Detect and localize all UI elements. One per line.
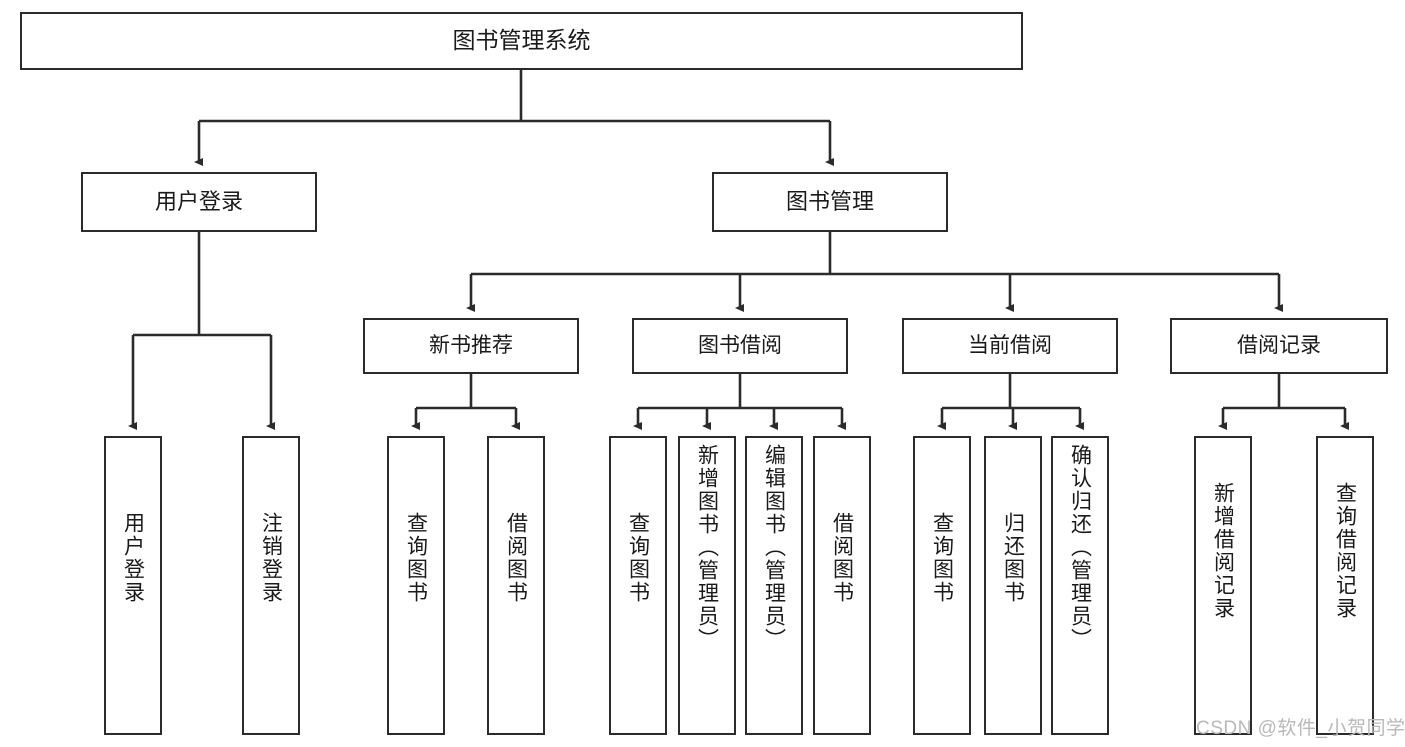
leaf-query-book-current[interactable]: 查询图书 [913,436,971,735]
leaf-add-borrow-record-label: 新增借阅记录 [1211,482,1235,620]
leaf-confirm-return-admin[interactable]: 确认归还（管理员） [1051,436,1109,735]
leaf-borrow-book-recommend[interactable]: 借阅图书 [487,436,545,735]
watermark: CSDN @软件_小贺同学 [1196,718,1405,739]
leaf-logout[interactable]: 注销登录 [242,436,300,735]
node-borrow-record-label: 借阅记录 [1237,333,1321,357]
leaf-query-borrow-record[interactable]: 查询借阅记录 [1316,436,1374,735]
node-book-borrow-label: 图书借阅 [698,333,782,357]
node-current-borrow-label: 当前借阅 [968,333,1052,357]
node-borrow-record[interactable]: 借阅记录 [1170,318,1388,374]
leaf-query-book-current-label: 查询图书 [930,512,954,604]
leaf-query-book-borrow-label: 查询图书 [626,512,650,604]
leaf-edit-book-admin-label: 编辑图书（管理员） [762,444,786,651]
node-book-management-label: 图书管理 [785,189,874,215]
leaf-add-borrow-record[interactable]: 新增借阅记录 [1194,436,1252,735]
leaf-add-book-admin-label: 新增图书（管理员） [695,444,719,651]
leaf-query-book-borrow[interactable]: 查询图书 [609,436,667,735]
node-new-book-recommend-label: 新书推荐 [429,333,513,357]
leaf-query-borrow-record-label: 查询借阅记录 [1333,482,1357,620]
leaf-borrow-book-label: 借阅图书 [830,512,854,604]
leaf-user-login-label: 用户登录 [121,512,145,604]
leaf-confirm-return-admin-label: 确认归还（管理员） [1068,444,1092,651]
node-root[interactable]: 图书管理系统 [20,12,1023,70]
leaf-query-book-recommend-label: 查询图书 [404,512,428,604]
leaf-query-book-recommend[interactable]: 查询图书 [387,436,445,735]
node-new-book-recommend[interactable]: 新书推荐 [363,318,579,374]
leaf-logout-label: 注销登录 [259,512,283,604]
leaf-return-book-label: 归还图书 [1001,512,1025,604]
node-user-login[interactable]: 用户登录 [81,172,317,232]
node-current-borrow[interactable]: 当前借阅 [902,318,1118,374]
leaf-add-book-admin[interactable]: 新增图书（管理员） [678,436,736,735]
node-book-management[interactable]: 图书管理 [712,172,948,232]
leaf-return-book[interactable]: 归还图书 [984,436,1042,735]
node-user-login-label: 用户登录 [154,189,243,215]
leaf-edit-book-admin[interactable]: 编辑图书（管理员） [745,436,803,735]
leaf-user-login[interactable]: 用户登录 [104,436,162,735]
leaf-borrow-book-recommend-label: 借阅图书 [504,512,528,604]
leaf-borrow-book[interactable]: 借阅图书 [813,436,871,735]
node-root-label: 图书管理系统 [452,27,591,54]
node-book-borrow[interactable]: 图书借阅 [632,318,848,374]
